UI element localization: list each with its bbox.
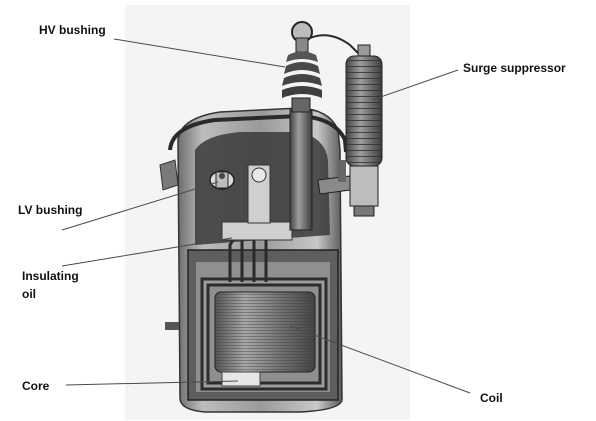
lv-bushing [209, 170, 235, 190]
leader-line-coil [289, 325, 471, 394]
label-hv-bushing: HV bushing [39, 23, 106, 37]
label-coil: Coil [480, 391, 503, 405]
leader-line-hv-bushing [113, 38, 286, 68]
leader-line-insulating-oil [61, 237, 233, 267]
leader-lines [61, 38, 471, 394]
surge-suppressor [309, 34, 383, 217]
leader-line-lv-bushing [61, 181, 219, 231]
label-insulating-oil-line2: oil [22, 287, 36, 301]
terminal-board [221, 221, 293, 241]
transformer-core [200, 277, 328, 391]
label-insulating-oil-line1: Insulating [22, 269, 79, 283]
leader-line-surge-suppressor [371, 69, 459, 101]
internal-bushing-assembly [247, 164, 271, 224]
label-lv-bushing: LV bushing [18, 203, 83, 217]
label-surge-suppressor: Surge suppressor [463, 61, 566, 75]
label-core: Core [22, 379, 50, 393]
leader-line-core [65, 380, 239, 386]
transformer-coil [214, 291, 316, 387]
hv-bushing [282, 21, 322, 231]
